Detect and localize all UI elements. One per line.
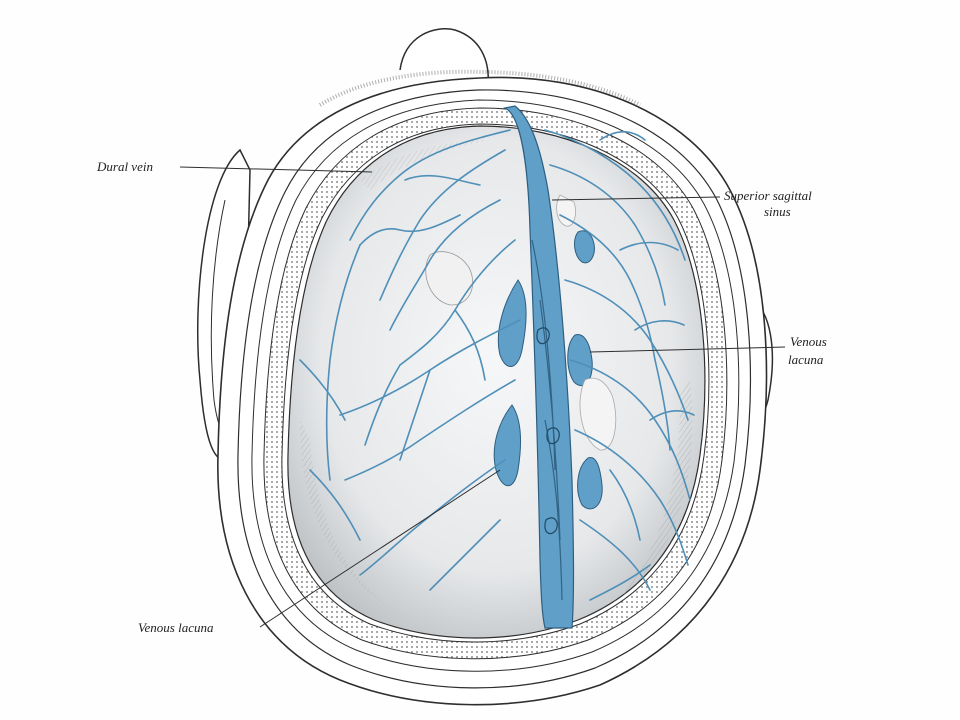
dura-surface	[287, 125, 706, 639]
scalp-layer-1	[237, 89, 751, 689]
label-dural-vein: Dural vein	[97, 159, 153, 174]
label-superior-sagittal-line1: Superior sagittal	[724, 188, 812, 203]
venous-lacuna-lower-right	[577, 457, 603, 510]
venous-lacuna-lower-left	[493, 404, 521, 487]
label-venous-lacuna-bottom: Venous lacuna	[138, 620, 214, 635]
dural-veins	[299, 129, 695, 601]
scalp-layer-2	[251, 99, 740, 672]
label-venous-lacuna-right-line2: lacuna	[788, 352, 824, 367]
label-venous-lacuna-right-line1: Venous	[790, 334, 827, 349]
leader-lines	[179, 166, 786, 628]
nose	[399, 28, 489, 86]
label-superior-sagittal-line2: sinus	[764, 204, 791, 219]
skull-bone	[263, 107, 728, 660]
